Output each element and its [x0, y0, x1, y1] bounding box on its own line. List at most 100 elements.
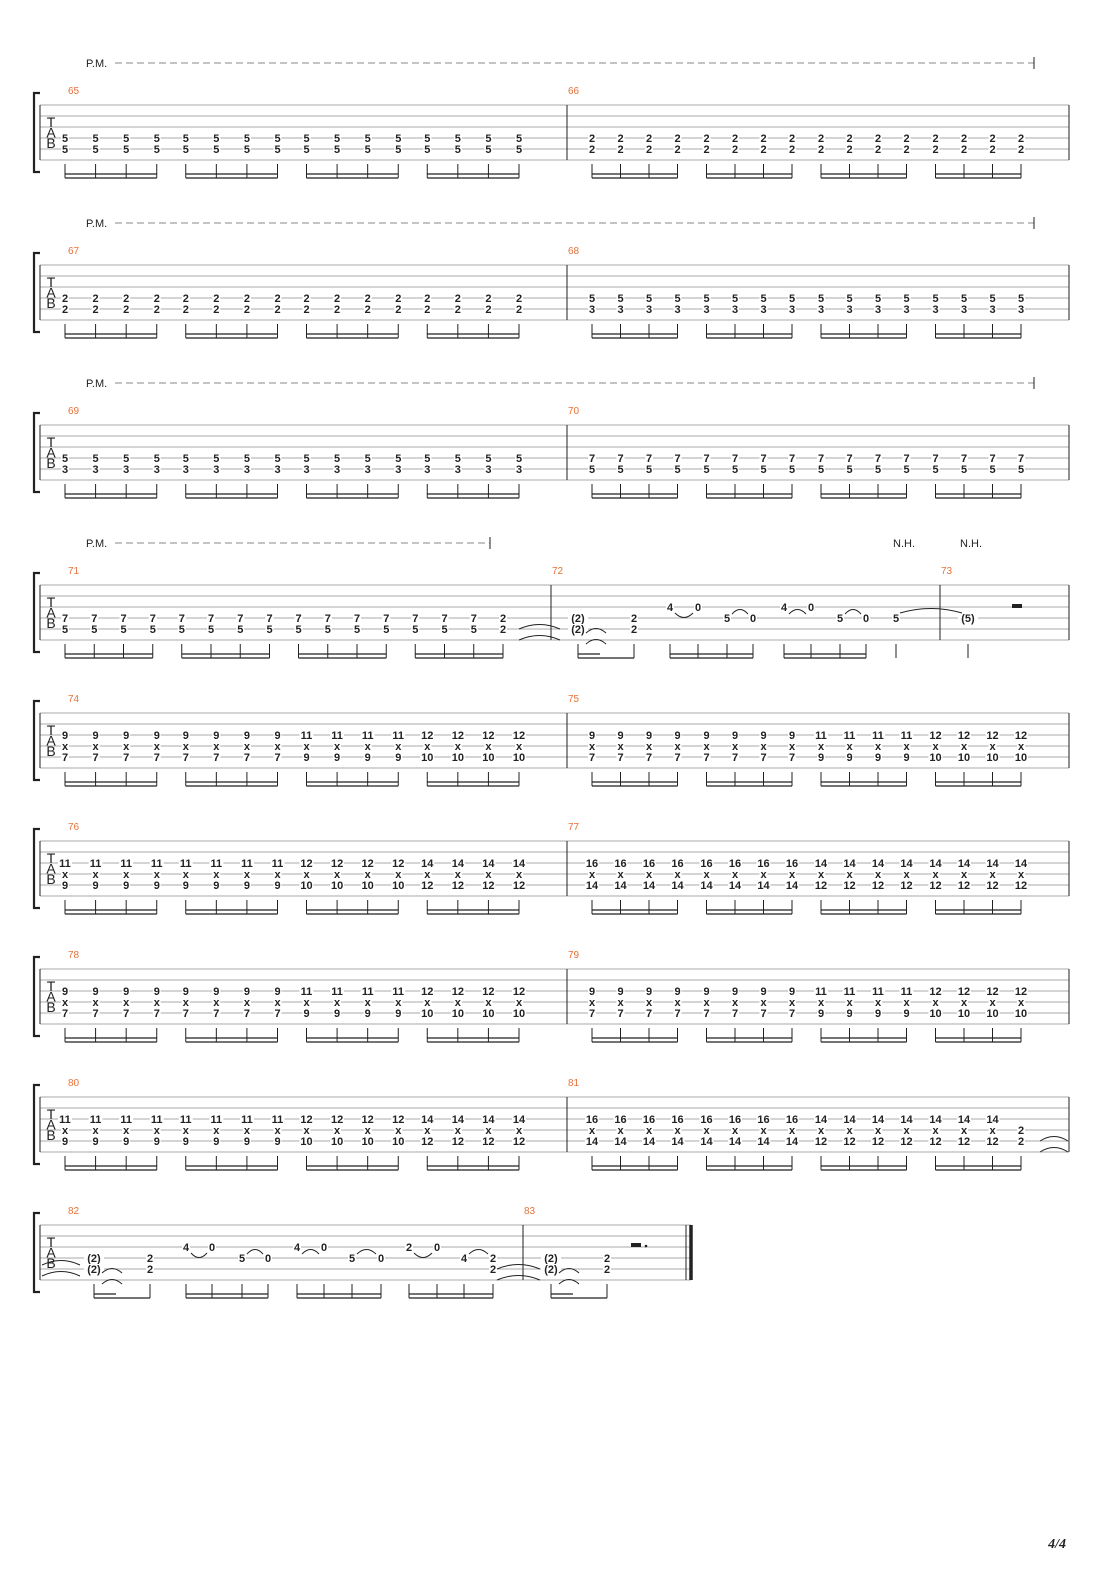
fret-number: 5 — [154, 133, 160, 145]
measure-number: 66 — [568, 86, 580, 97]
fret-number: 9 — [732, 986, 738, 998]
fret-number: 12 — [986, 730, 998, 742]
fret-number: 12 — [482, 1136, 494, 1148]
fret-number: 12 — [513, 880, 525, 892]
fret-number: 12 — [929, 880, 941, 892]
fret-bg — [330, 880, 345, 891]
fret-bg — [902, 741, 911, 752]
fret-bg — [453, 453, 462, 464]
fret-bg — [420, 1114, 435, 1125]
fret-number: 2 — [213, 304, 219, 316]
fret-bg — [988, 464, 997, 475]
fret-bg — [242, 869, 251, 880]
fret-number: 12 — [843, 1136, 855, 1148]
fret-number: 9 — [818, 752, 824, 764]
fret-bg — [1017, 133, 1025, 144]
fret-bg — [817, 1008, 825, 1019]
fret-bg — [842, 986, 857, 997]
fret-number: x — [932, 869, 939, 881]
fret-number: 10 — [482, 1008, 494, 1020]
fret-number: 7 — [183, 752, 189, 764]
fret-number: 14 — [757, 880, 770, 892]
fret-bg — [453, 304, 462, 315]
fret-number: 12 — [958, 1136, 970, 1148]
fret-bg — [302, 453, 311, 464]
system-bracket — [32, 411, 40, 494]
fret-bg — [788, 1125, 796, 1136]
fret-number: 12 — [421, 986, 433, 998]
fret-number: 16 — [729, 1114, 741, 1126]
fret-bg — [642, 1136, 656, 1147]
fret-number: 7 — [213, 1008, 219, 1020]
fret-bg — [122, 752, 131, 763]
fret-number: 9 — [154, 880, 160, 892]
fret-number: 5 — [303, 453, 309, 465]
fret-bg — [673, 464, 682, 475]
fret-number: 5 — [266, 624, 272, 636]
fret-number: x — [154, 1125, 161, 1137]
fret-number: 10 — [958, 752, 970, 764]
fret-bg — [731, 730, 739, 741]
fret-number: 7 — [789, 1008, 795, 1020]
tie-arc — [558, 1279, 580, 1285]
fret-bg — [899, 1114, 914, 1125]
fret-number: 16 — [586, 1114, 598, 1126]
measure-number: 79 — [568, 950, 580, 961]
fret-bg — [645, 1125, 653, 1136]
fret-bg — [957, 1114, 971, 1125]
fret-number: 5 — [471, 624, 477, 636]
fret-number: x — [818, 869, 825, 881]
fret-bg — [931, 1125, 940, 1136]
fret-bg — [817, 1125, 825, 1136]
fret-bg — [788, 453, 796, 464]
fret-bg — [788, 133, 796, 144]
fret-number: 2 — [123, 293, 129, 305]
fret-number: x — [875, 869, 882, 881]
fret-bg — [899, 1136, 914, 1147]
fret-number: 2 — [589, 133, 595, 145]
fret-number: x — [646, 997, 653, 1009]
tab-letter: T — [47, 850, 56, 866]
fret-bg — [616, 144, 625, 155]
fret-bg — [394, 869, 403, 880]
measure-number: 65 — [68, 86, 80, 97]
fret-bg — [960, 1125, 968, 1136]
fret-bg — [588, 464, 596, 475]
fret-number: x — [961, 997, 968, 1009]
fret-number: 5 — [617, 464, 623, 476]
fret-bg — [273, 997, 282, 1008]
fret-number: 3 — [646, 304, 652, 316]
fret-bg — [673, 1125, 682, 1136]
fret-bg — [1017, 464, 1025, 475]
fret-bg — [588, 293, 596, 304]
fret-bg — [236, 624, 245, 635]
fret-number: 10 — [300, 1136, 312, 1148]
fret-bg — [988, 869, 997, 880]
fret-bg — [299, 986, 314, 997]
fret-bg — [242, 997, 251, 1008]
fret-number: 7 — [589, 453, 595, 465]
fret-number: 2 — [789, 133, 795, 145]
fret-bg — [481, 1008, 496, 1019]
fret-bg — [360, 730, 375, 741]
fret-number: x — [213, 869, 220, 881]
tie-arc — [101, 1279, 123, 1285]
fret-number: 9 — [875, 752, 881, 764]
fret-number: 0 — [321, 1242, 327, 1254]
fret-number: 5 — [760, 293, 766, 305]
fret-number: 9 — [244, 730, 250, 742]
fret-bg — [265, 613, 274, 624]
fret-bg — [484, 869, 493, 880]
fret-number: (2) — [87, 1253, 101, 1265]
fret-number: 7 — [732, 453, 738, 465]
fret-number: x — [760, 1125, 767, 1137]
fret-number: 4 — [183, 1242, 190, 1254]
fret-number: 5 — [589, 293, 595, 305]
fret-bg — [892, 613, 900, 624]
fret-bg — [931, 464, 940, 475]
fret-number: 9 — [674, 730, 680, 742]
fret-bg — [273, 293, 282, 304]
fret-number: 11 — [211, 1114, 223, 1126]
tab-letter: B — [46, 135, 55, 151]
fret-number: 5 — [424, 453, 430, 465]
